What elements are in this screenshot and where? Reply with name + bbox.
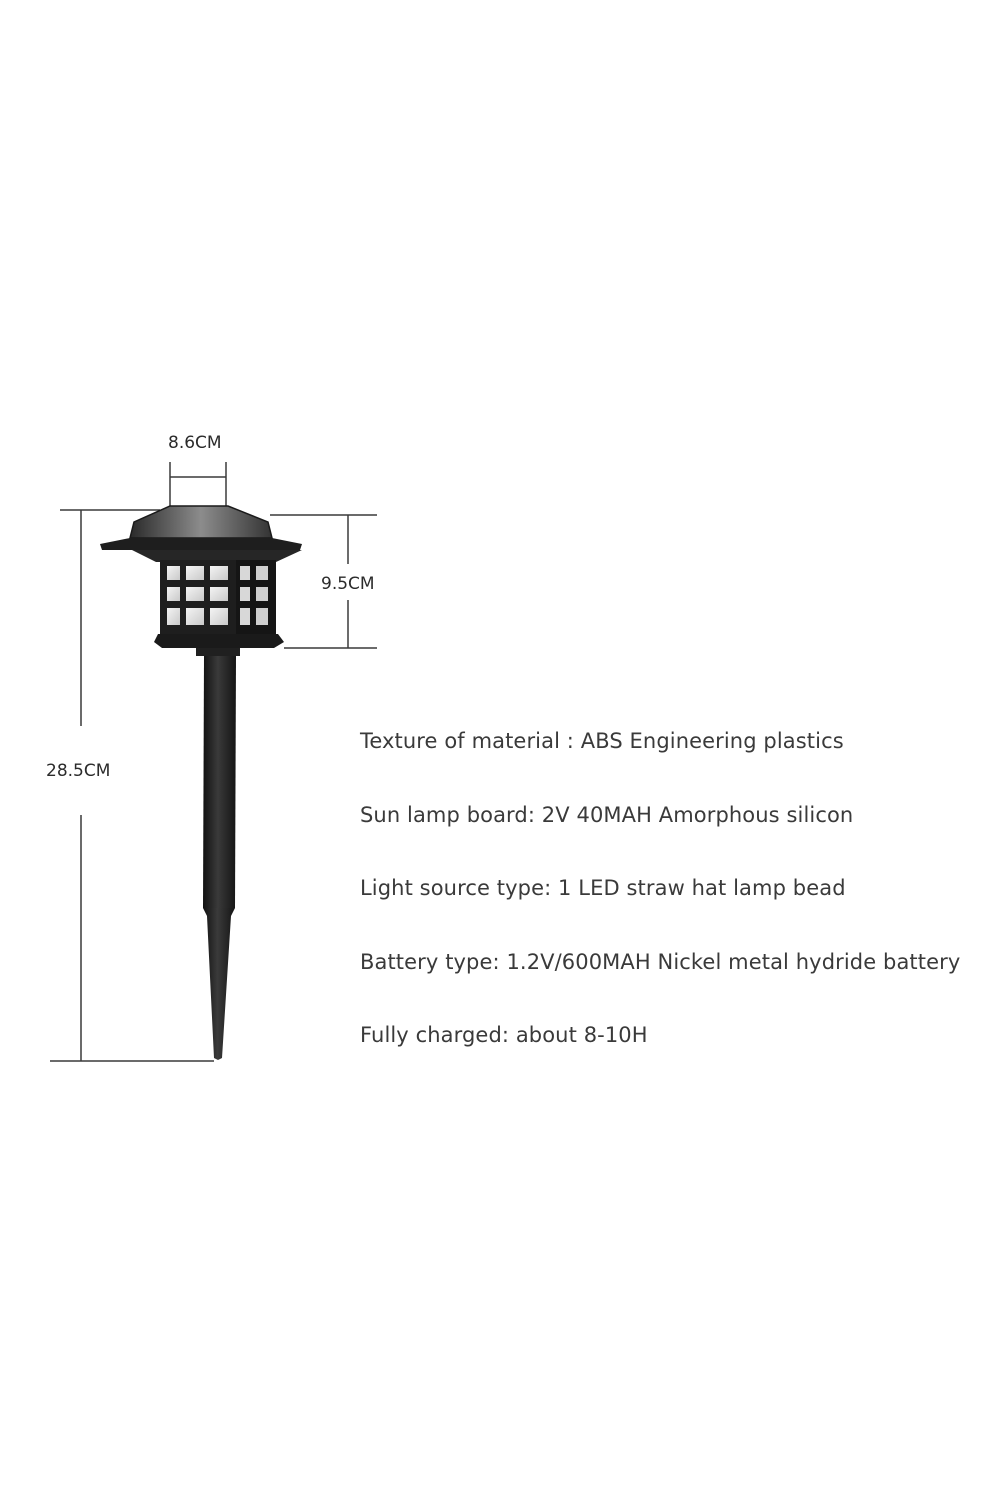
- spec-list: Texture of material : ABS Engineering pl…: [360, 724, 960, 1092]
- solar-lamp-illustration: [100, 505, 302, 1060]
- total-height-label: 28.5CM: [46, 761, 111, 781]
- width-dimension: [169, 462, 227, 506]
- lamp-roof: [129, 505, 273, 539]
- lamp-window-grid: [167, 566, 268, 625]
- lamp-pole: [203, 656, 236, 908]
- lamp-spike: [203, 908, 235, 1060]
- spec-charge-time: Fully charged: about 8-10H: [360, 1023, 648, 1047]
- head-height-label: 9.5CM: [321, 574, 375, 594]
- spec-light-source: Light source type: 1 LED straw hat lamp …: [360, 876, 846, 900]
- spec-battery: Battery type: 1.2V/600MAH Nickel metal h…: [360, 949, 961, 974]
- head-height-dimension: [270, 514, 377, 649]
- spec-solar-panel: Sun lamp board: 2V 40MAH Amorphous silic…: [360, 802, 854, 827]
- spec-material: Texture of material : ABS Engineering pl…: [360, 729, 844, 753]
- width-label: 8.6CM: [168, 433, 222, 453]
- total-height-dimension: [50, 509, 214, 1062]
